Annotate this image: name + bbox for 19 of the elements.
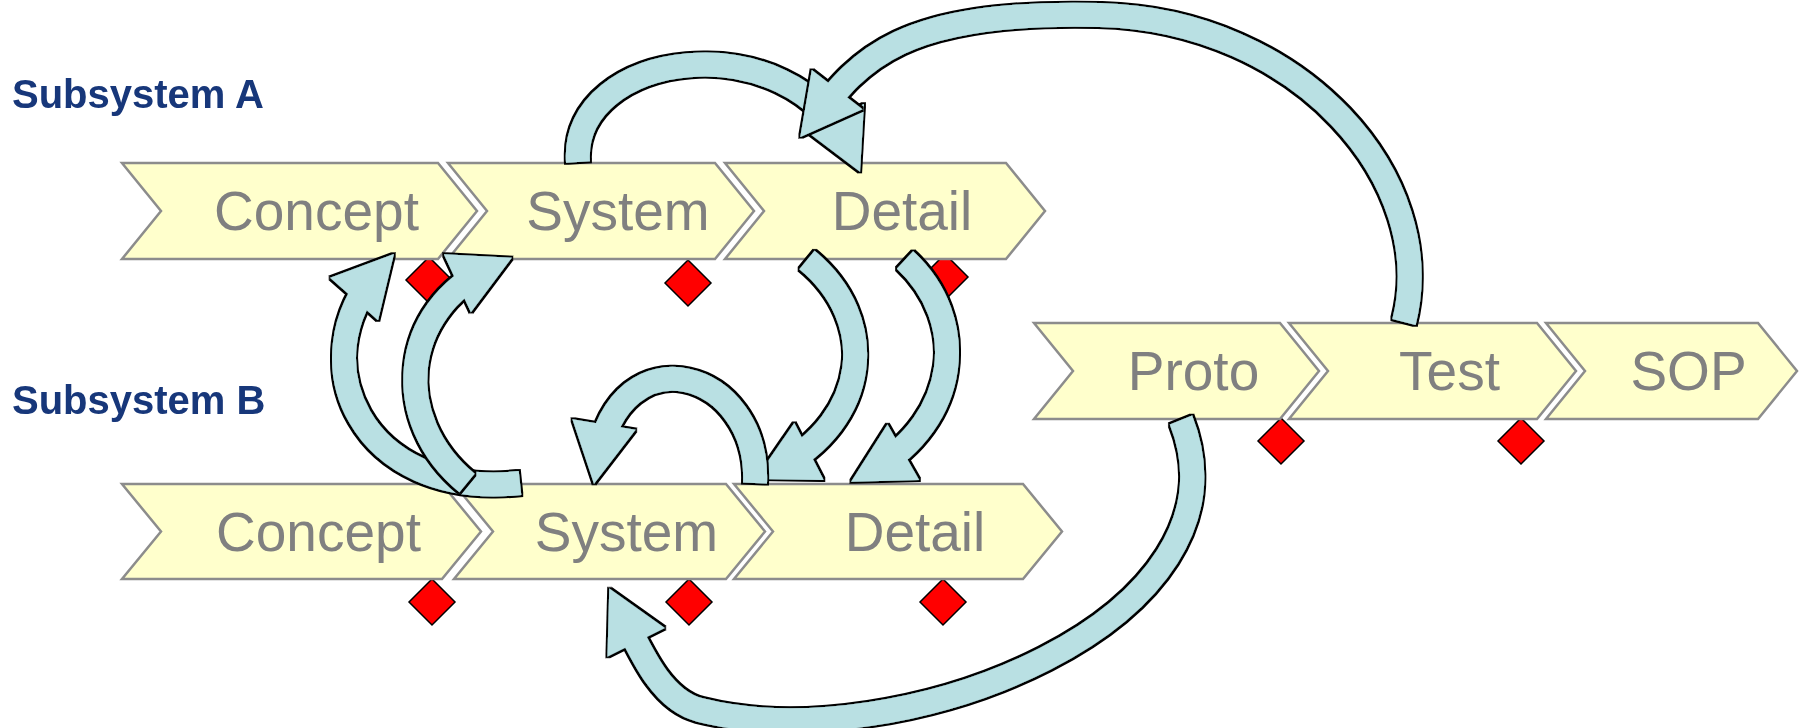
phase-banner xyxy=(1033,322,1320,420)
phase-label: Test xyxy=(1399,339,1500,403)
phase-banner xyxy=(447,162,755,260)
phase-label: Detail xyxy=(831,179,973,243)
phase-banner xyxy=(121,483,482,580)
phase-label: Proto xyxy=(1127,339,1260,403)
phase-label: System xyxy=(526,179,710,243)
phase-banner xyxy=(1545,322,1798,420)
phase-banner xyxy=(733,483,1063,580)
phase-banner xyxy=(724,162,1046,260)
phase-banner xyxy=(1288,322,1577,420)
phase-label: Concept xyxy=(214,179,419,243)
phase-banner xyxy=(121,162,478,260)
subsystem-heading: Subsystem B xyxy=(12,378,266,423)
phase-label: Detail xyxy=(844,499,986,564)
phase-label: System xyxy=(534,499,719,564)
subsystem-heading: Subsystem A xyxy=(12,72,264,117)
phase-label: SOP xyxy=(1630,339,1747,403)
phase-label: Concept xyxy=(216,499,421,564)
